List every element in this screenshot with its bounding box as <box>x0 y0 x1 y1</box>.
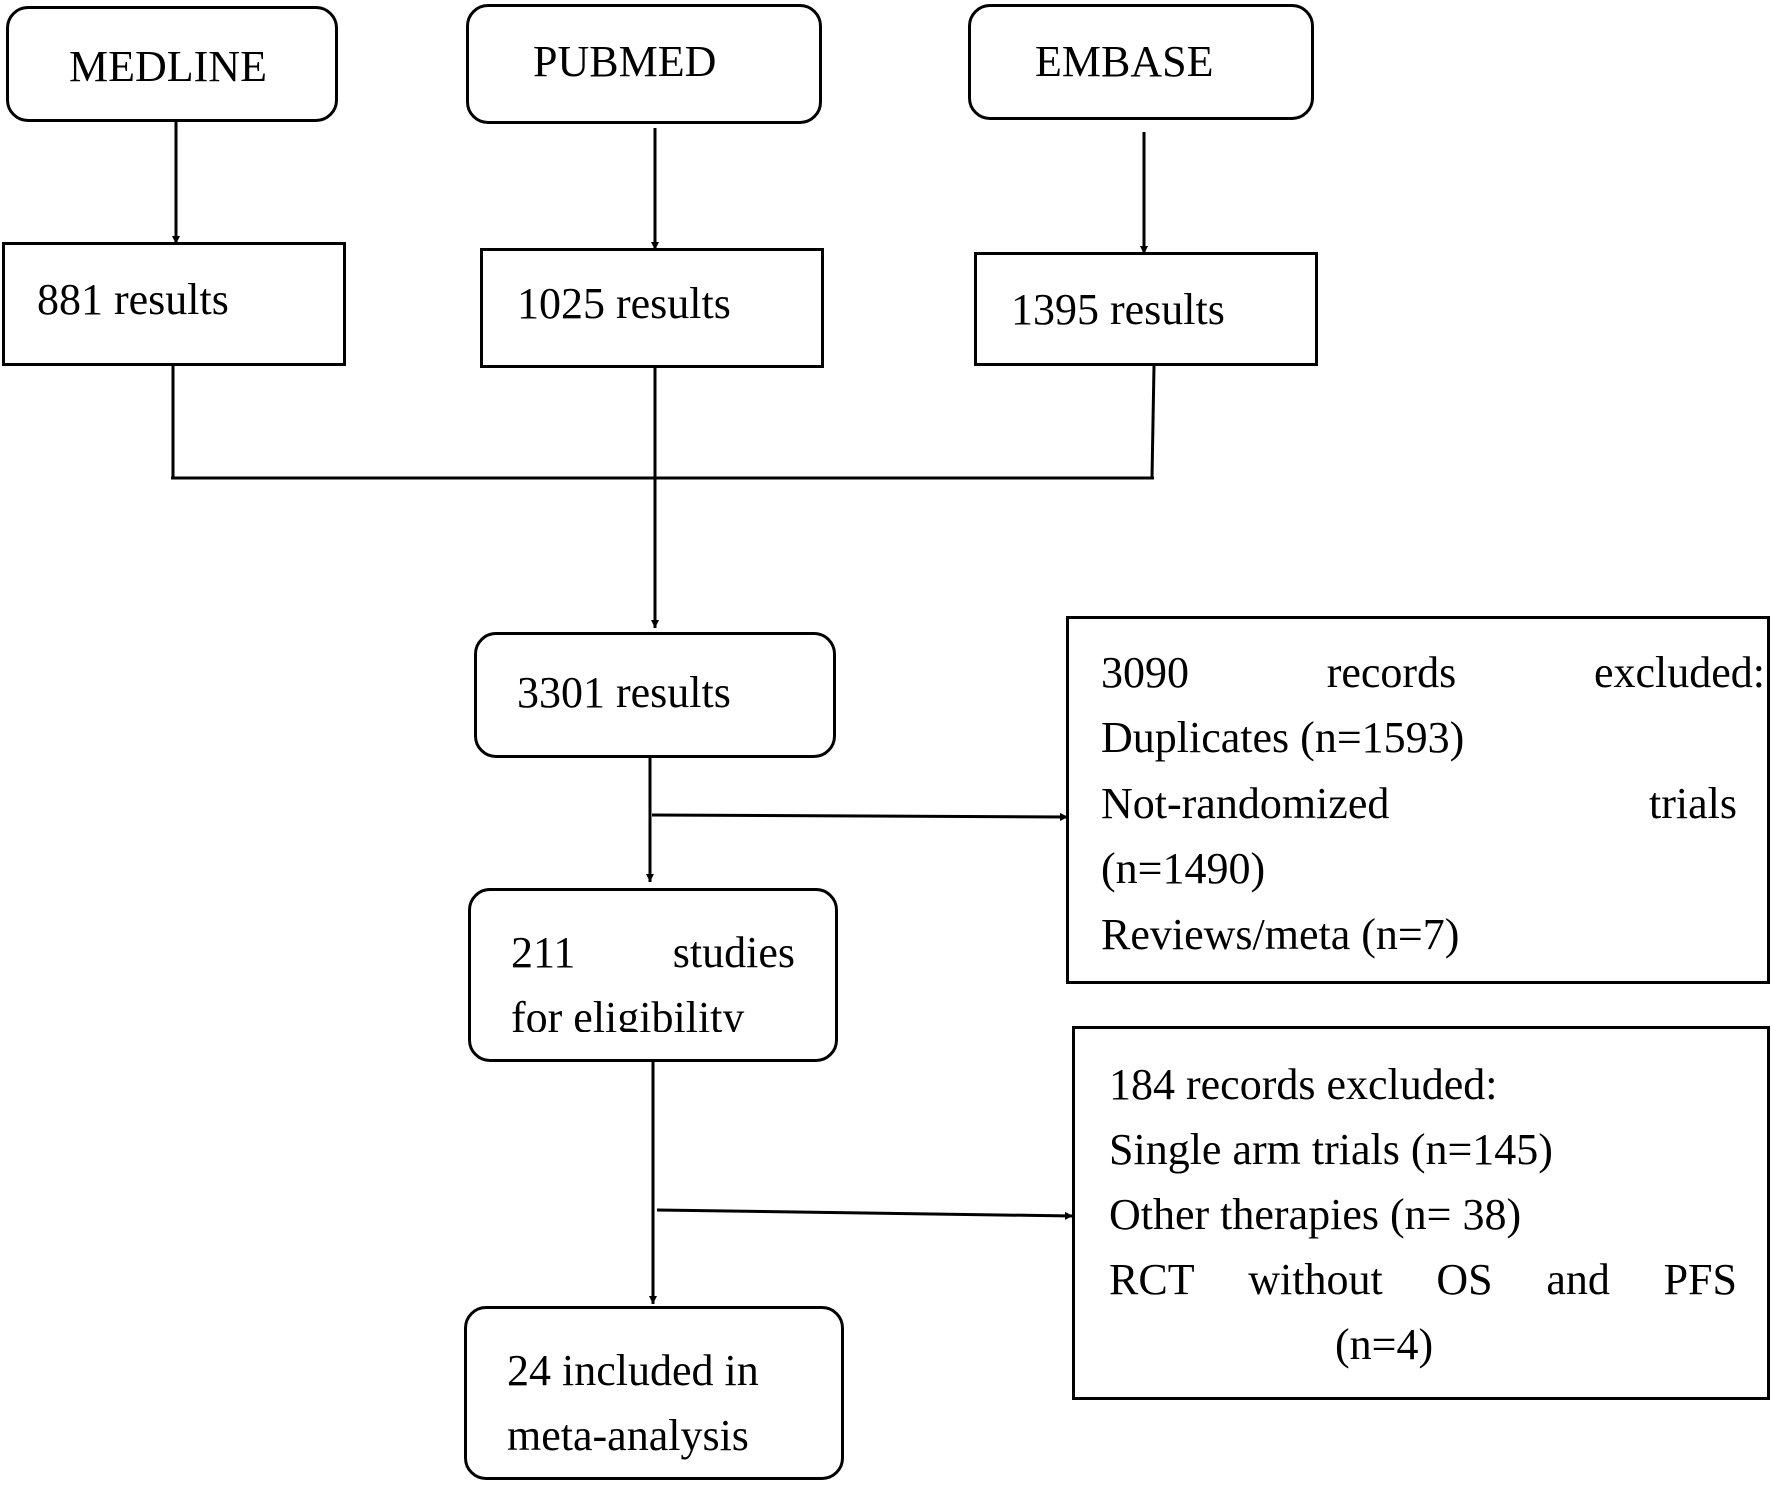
source-box-pubmed: PUBMED <box>466 4 822 124</box>
combined-results-label: 3301 results <box>517 668 731 717</box>
excluded-first-line-5: Reviews/meta (n=7) <box>1101 910 1460 959</box>
excluded-second-line-4: RCT without OS and PFS <box>1109 1255 1737 1304</box>
included-line-2: meta-analysis <box>507 1411 749 1460</box>
results-label-pubmed: 1025 results <box>517 279 731 328</box>
source-box-medline: MEDLINE <box>6 6 338 122</box>
source-box-embase: EMBASE <box>968 4 1314 120</box>
results-box-pubmed: 1025 results <box>480 248 824 368</box>
excluded-second-line-3: Other therapies (n= 38) <box>1109 1190 1522 1239</box>
arrow-to-excluded-second <box>656 1208 1074 1220</box>
source-label-pubmed: PUBMED <box>533 37 717 86</box>
eligibility-box: 211 studies for eligibility <box>468 888 838 1062</box>
excluded-first-box: 3090 records excluded: Duplicates (n=159… <box>1066 616 1770 984</box>
results-label-medline: 881 results <box>37 275 229 324</box>
excluded-second-line-1: 184 records excluded: <box>1109 1060 1498 1109</box>
source-label-embase: EMBASE <box>1035 37 1214 86</box>
excluded-first-line-4: (n=1490) <box>1101 844 1266 893</box>
eligibility-word: studies <box>672 928 795 977</box>
excluded-second-line-5: (n=4) <box>1335 1320 1434 1369</box>
excluded-first-line-2: Duplicates (n=1593) <box>1101 713 1465 762</box>
combined-results-box: 3301 results <box>474 632 836 758</box>
source-label-medline: MEDLINE <box>69 42 267 91</box>
eligibility-count: 211 <box>511 928 576 977</box>
results-box-medline: 881 results <box>2 242 346 366</box>
results-label-embase: 1395 results <box>1011 285 1225 334</box>
merge-embase <box>1150 365 1156 479</box>
eligibility-line-2: for eligibility <box>511 996 745 1032</box>
included-box: 24 included in meta-analysis <box>464 1306 844 1480</box>
results-box-embase: 1395 results <box>974 252 1318 366</box>
eligibility-line-1: 211 studies <box>511 931 795 975</box>
arrow-to-excluded-first <box>651 812 1069 821</box>
excluded-first-line-3: Not-randomized trials <box>1101 779 1737 828</box>
included-line-1: 24 included in <box>507 1346 759 1395</box>
excluded-first-line-1: 3090 records excluded: <box>1101 648 1765 697</box>
excluded-second-box: 184 records excluded: Single arm trials … <box>1072 1026 1770 1400</box>
excluded-second-line-2: Single arm trials (n=145) <box>1109 1125 1553 1174</box>
